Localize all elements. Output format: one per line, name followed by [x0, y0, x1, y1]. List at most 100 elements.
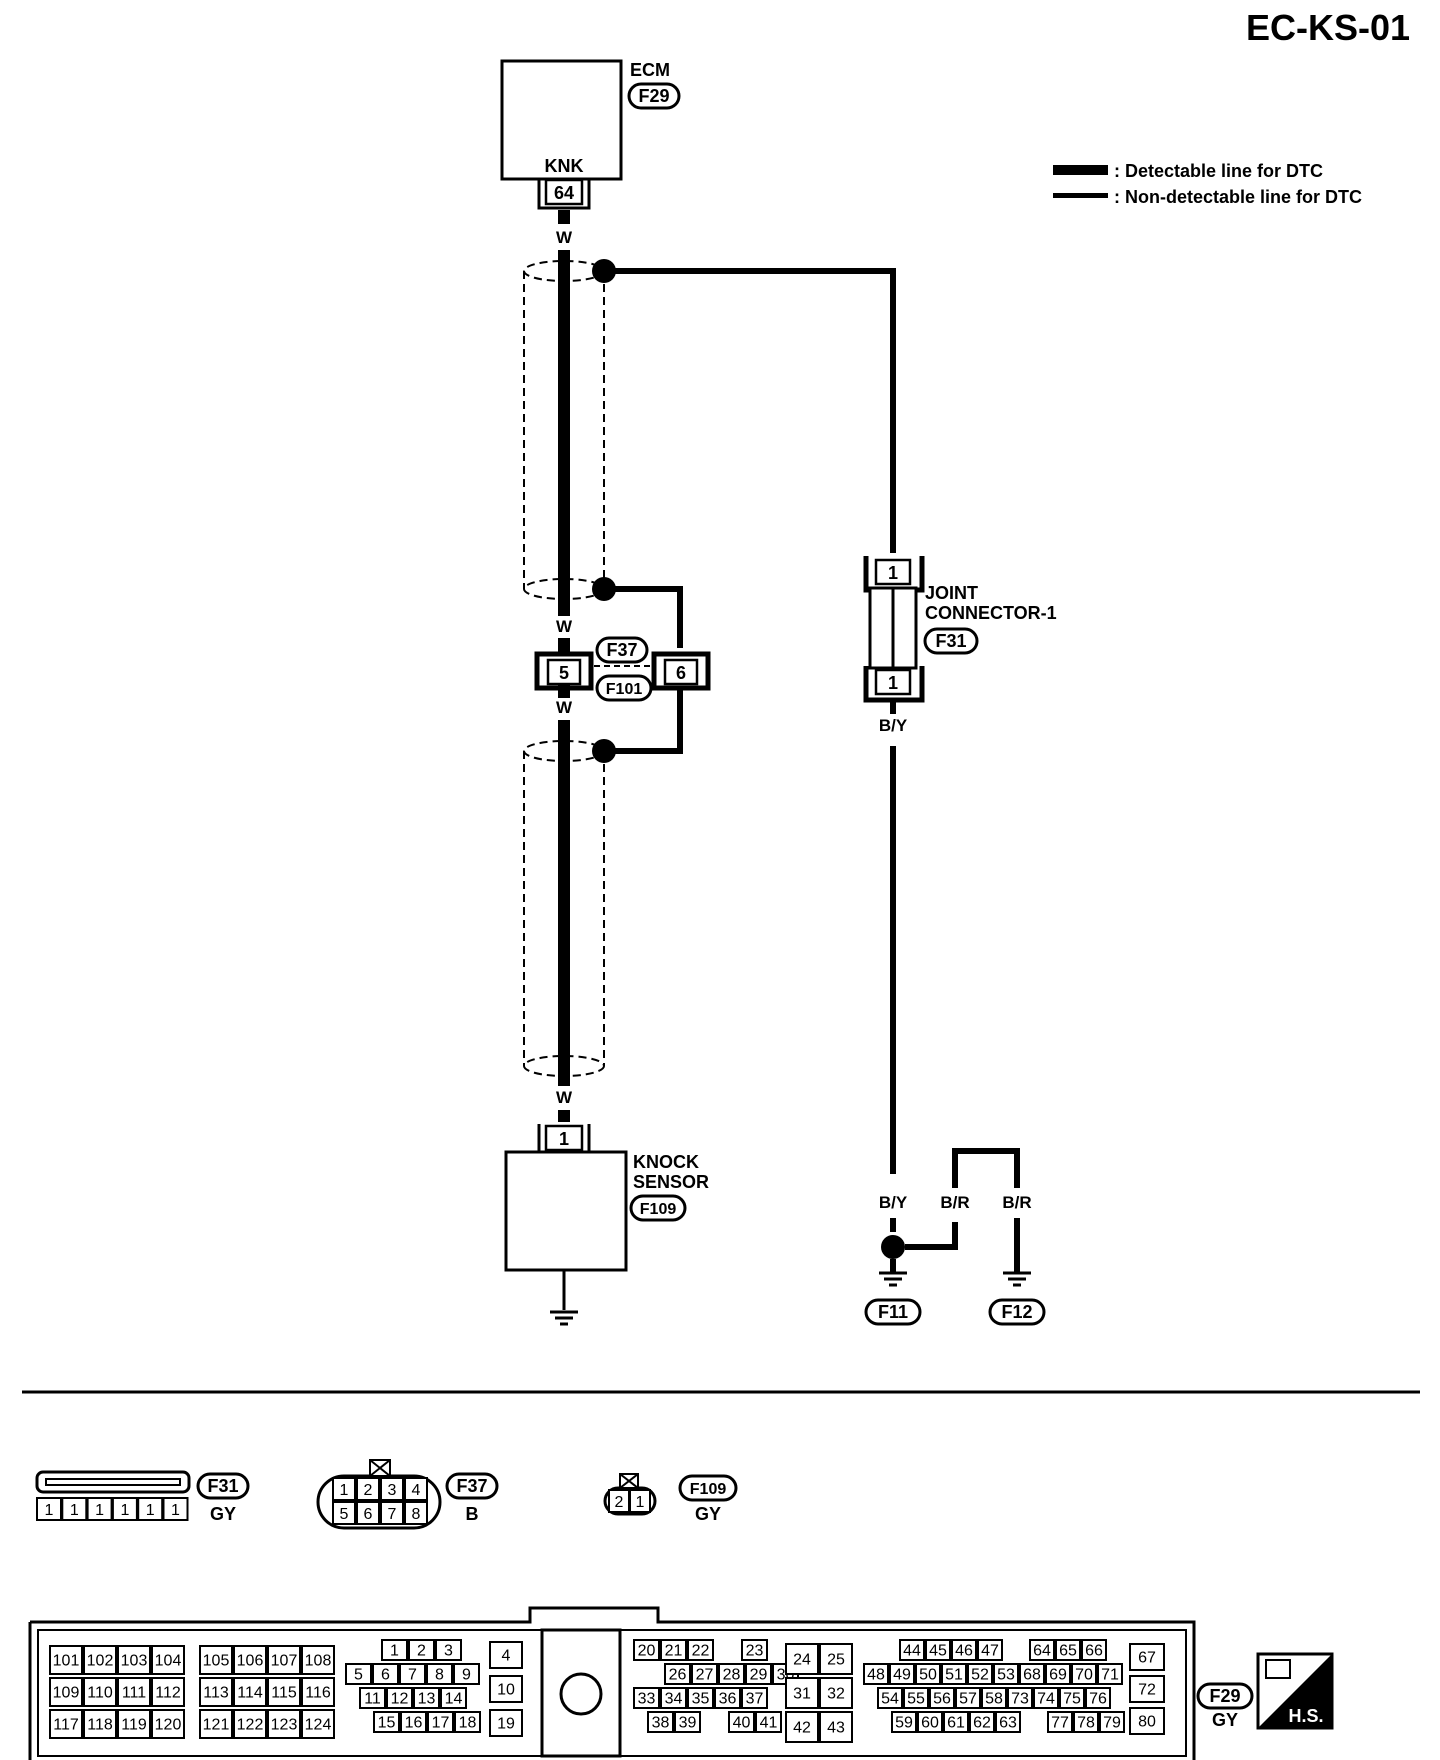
pin-number: 42 [793, 1719, 811, 1736]
pin-cell [969, 1711, 995, 1733]
pin-cell [955, 1687, 981, 1709]
f31-code-oval [196, 1472, 250, 1500]
f37-color: B [466, 1504, 479, 1524]
pin-number: 39 [679, 1714, 697, 1731]
pin-cell [977, 1639, 1003, 1661]
pin-number: 114 [237, 1684, 263, 1701]
pin-cell [1059, 1687, 1085, 1709]
pin-number: 1 [340, 1482, 349, 1499]
pin-cell [951, 1639, 977, 1661]
pin-cell [435, 1639, 462, 1661]
pin-cell [993, 1663, 1019, 1685]
pin-cell [943, 1711, 969, 1733]
pin-number: 41 [760, 1714, 778, 1731]
knock-label-line1: KNOCK [633, 1152, 699, 1172]
pin-cell [233, 1709, 267, 1739]
pin-number: 1 [95, 1502, 104, 1519]
harness-f37-oval [595, 636, 649, 664]
pin-number: 105 [203, 1652, 230, 1669]
knock-connector-oval [629, 1194, 687, 1222]
ground-splice-dot [881, 1235, 905, 1259]
pin-cell [995, 1711, 1021, 1733]
harness-side-icon [1265, 1659, 1291, 1679]
pin-number: 25 [827, 1651, 845, 1668]
pin-cell [301, 1709, 335, 1739]
harness-pin-6: 6 [676, 663, 686, 683]
knock-pin-number: 1 [559, 1129, 569, 1149]
pin-cell [1073, 1711, 1099, 1733]
wire-color-by-2: B/Y [879, 1193, 908, 1212]
pin-cell [372, 1663, 399, 1685]
pin-cell [151, 1709, 185, 1739]
pin-number: 36 [719, 1690, 737, 1707]
pin-cell [941, 1663, 967, 1685]
pin-cell [267, 1677, 301, 1707]
f31-code: F31 [207, 1476, 238, 1496]
pin-cell [49, 1645, 83, 1675]
pin-cell [929, 1687, 955, 1709]
pin-number: 8 [412, 1506, 421, 1523]
pin-number: 79 [1103, 1714, 1121, 1731]
pin-number: 107 [271, 1652, 298, 1669]
pin-number: 121 [203, 1716, 230, 1733]
ground-f11-code: F11 [878, 1302, 908, 1322]
harness-f37-code: F37 [606, 640, 637, 660]
joint-pin-bottom-box [874, 668, 912, 696]
pin-cell [819, 1711, 853, 1743]
joint-pin-top-box [874, 558, 912, 586]
pin-number: 7 [388, 1506, 397, 1523]
pin-cell [891, 1711, 917, 1733]
pin-cell [741, 1639, 768, 1661]
pin-cell [1071, 1663, 1097, 1685]
pin-number: 119 [121, 1716, 147, 1733]
pin-cell [1129, 1643, 1165, 1671]
pin-cell [903, 1687, 929, 1709]
pin-cell [1085, 1687, 1111, 1709]
pin-number: 2 [615, 1494, 624, 1511]
pin-number: 70 [1075, 1666, 1093, 1683]
f109-code: F109 [690, 1481, 727, 1498]
pin-cell [373, 1711, 400, 1733]
signal-wire: W W W W [556, 210, 573, 1122]
pin-cell [440, 1687, 467, 1709]
pin-number: 75 [1063, 1690, 1081, 1707]
pin-number: 77 [1051, 1714, 1069, 1731]
pin-cell [199, 1677, 233, 1707]
pin-number: 1 [146, 1502, 155, 1519]
pin-number: 122 [237, 1716, 264, 1733]
harness-bracket-left [534, 651, 594, 691]
pin-cell [233, 1645, 267, 1675]
pin-number: 63 [999, 1714, 1017, 1731]
pin-cell [489, 1709, 523, 1737]
pin-number: 56 [933, 1690, 951, 1707]
pin-cell [400, 1711, 427, 1733]
harness-pin-6-box [663, 658, 699, 686]
pin-cell [404, 1501, 428, 1525]
harness-pin-5-box [546, 658, 582, 686]
pin-number: 53 [997, 1666, 1015, 1683]
pin-cell [1129, 1675, 1165, 1703]
pin-cell [714, 1687, 741, 1709]
joint-connector-oval [923, 627, 979, 655]
wire-color-w-3: W [556, 698, 573, 717]
ecm-label: ECM [630, 60, 670, 80]
harness-connector: 5 6 F37 F101 [534, 636, 711, 702]
pin-cell [117, 1709, 151, 1739]
pin-number: 43 [827, 1719, 845, 1736]
pin-cell [453, 1663, 480, 1685]
knock-sensor: 1 KNOCK SENSOR F109 [504, 1124, 709, 1326]
pin-cell [917, 1711, 943, 1733]
pin-cell [381, 1639, 408, 1661]
pin-number: 38 [652, 1714, 670, 1731]
pin-number: 1 [636, 1494, 645, 1511]
pin-number: 108 [305, 1652, 332, 1669]
pin-number: 101 [53, 1652, 80, 1669]
pin-cell [404, 1477, 428, 1501]
pin-number: 67 [1138, 1649, 1156, 1666]
pin-cell [718, 1663, 745, 1685]
pin-cell [83, 1677, 117, 1707]
